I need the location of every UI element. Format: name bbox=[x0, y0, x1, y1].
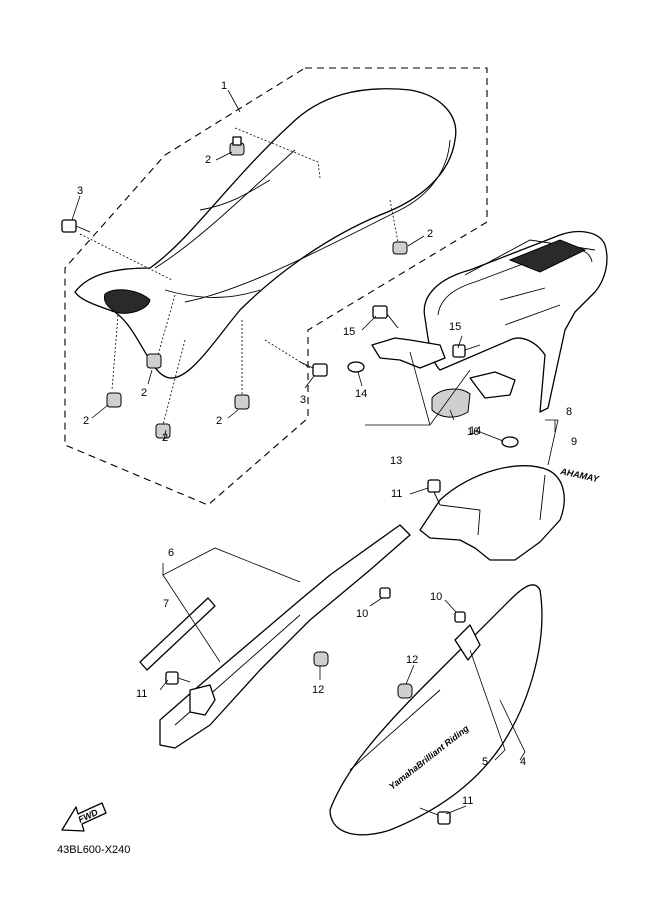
diagram-code: 43BL600-X240 bbox=[57, 844, 130, 856]
callout-5: 5 bbox=[482, 756, 488, 768]
bolt-11-bottom[interactable] bbox=[419, 807, 451, 825]
damper-2-right[interactable] bbox=[392, 241, 408, 255]
callout-11: 11 bbox=[462, 795, 473, 807]
callout-14: 14 bbox=[469, 425, 481, 437]
callout-11: 11 bbox=[391, 488, 402, 500]
damper-2-low[interactable] bbox=[155, 423, 171, 439]
grommet-12-right[interactable] bbox=[397, 683, 413, 699]
callout-3: 3 bbox=[300, 394, 306, 406]
callout-16: 16 bbox=[467, 426, 479, 438]
callout-12: 12 bbox=[406, 654, 418, 666]
collar-14-left[interactable] bbox=[347, 361, 365, 373]
damper-2-top[interactable] bbox=[229, 136, 245, 156]
seat[interactable] bbox=[74, 88, 457, 379]
callout-2: 2 bbox=[141, 387, 147, 399]
callout-2: 2 bbox=[205, 154, 211, 166]
callout-2: 2 bbox=[216, 415, 222, 427]
bolt-11-top[interactable] bbox=[427, 479, 441, 506]
side-cover-left[interactable] bbox=[159, 524, 411, 749]
rear-carrier[interactable] bbox=[423, 231, 608, 413]
callout-4: 4 bbox=[520, 756, 526, 768]
callout-labels: 1 2 2 3 2 2 2 2 3 15 15 14 16 13 14 8 9 … bbox=[77, 80, 577, 807]
callout-11: 11 bbox=[136, 688, 147, 700]
tail-cover[interactable] bbox=[419, 465, 565, 561]
callout-15: 15 bbox=[449, 321, 461, 333]
collar-14-right[interactable] bbox=[501, 436, 519, 448]
bolt-3-right[interactable] bbox=[299, 361, 328, 377]
callout-10: 10 bbox=[430, 591, 442, 603]
callout-14: 14 bbox=[355, 388, 367, 400]
screw-10-left[interactable] bbox=[379, 587, 391, 599]
callout-2: 2 bbox=[427, 228, 433, 240]
damper-2-left[interactable] bbox=[106, 392, 122, 408]
leader-lines bbox=[71, 89, 559, 815]
bolt-3-left[interactable] bbox=[61, 219, 91, 233]
screw-10-right[interactable] bbox=[454, 611, 466, 623]
bolt-15-left[interactable] bbox=[372, 305, 399, 329]
seat-mount-line bbox=[234, 127, 321, 179]
seat-assembly-outline bbox=[64, 67, 488, 506]
callout-15: 15 bbox=[343, 326, 355, 338]
forward-arrow-icon: FWD bbox=[61, 802, 107, 832]
grommet-12-left[interactable] bbox=[313, 651, 329, 667]
callout-13: 13 bbox=[390, 455, 402, 467]
callout-2: 2 bbox=[83, 415, 89, 427]
callout-10: 10 bbox=[356, 608, 368, 620]
decal-5-emblem[interactable] bbox=[454, 624, 481, 661]
callout-2: 2 bbox=[162, 432, 168, 444]
bolt-15-right[interactable] bbox=[452, 344, 481, 358]
side-cover-right[interactable]: YamahaBrilliant Riding bbox=[329, 584, 543, 836]
bracket-13[interactable] bbox=[371, 337, 516, 399]
callout-7: 7 bbox=[163, 598, 169, 610]
callout-12: 12 bbox=[312, 684, 324, 696]
callout-9: 9 bbox=[571, 436, 577, 448]
bolt-11-left[interactable] bbox=[165, 671, 191, 685]
callout-8: 8 bbox=[566, 406, 572, 418]
callout-3: 3 bbox=[77, 185, 83, 197]
damper-2-center[interactable] bbox=[234, 394, 250, 410]
decal-9-text: AHAMAY bbox=[559, 466, 601, 484]
callout-1: 1 bbox=[221, 80, 227, 92]
decal-7[interactable] bbox=[139, 597, 216, 671]
callout-6: 6 bbox=[168, 547, 174, 559]
damper-2-mid[interactable] bbox=[146, 353, 162, 369]
